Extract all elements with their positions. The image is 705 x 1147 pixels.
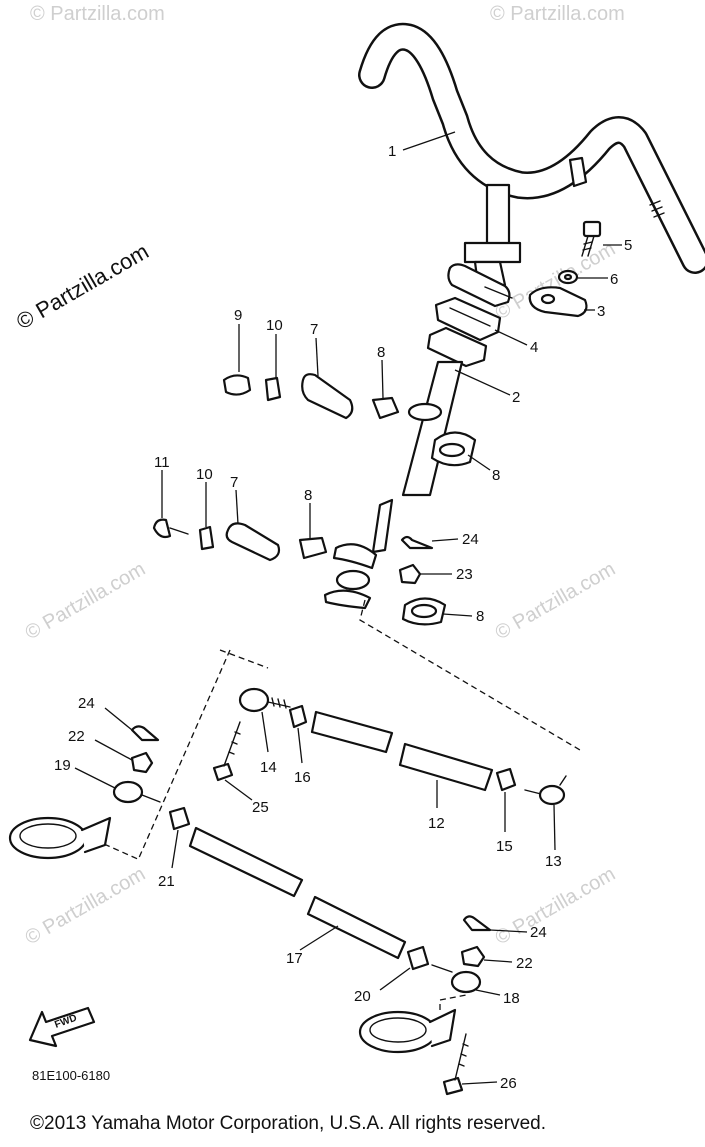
watermark-faint: © Partzilla.com: [492, 558, 620, 644]
part-nut-23: [398, 563, 422, 585]
callout-15: 15: [496, 838, 513, 855]
callout-1: 1: [388, 143, 396, 160]
watermark-group: © Partzilla.com © Partzilla.com © Partzi…: [12, 3, 625, 949]
assembly-line: [94, 839, 141, 861]
callout-23: 23: [456, 566, 473, 583]
fwd-arrow-icon: FWD: [28, 1006, 96, 1048]
part-nut-20: [406, 945, 430, 971]
part-clip-8: [298, 536, 328, 560]
callout-19: 19: [54, 757, 71, 774]
part-bracket-7: [301, 373, 354, 420]
assembly-line: [359, 599, 581, 751]
watermark-faint: © Partzilla.com: [492, 863, 620, 949]
part-tie-rod-end-13: [524, 775, 567, 806]
callout-10: 10: [266, 317, 283, 334]
part-bushing-8: [430, 431, 477, 467]
part-bushing-8: [401, 597, 447, 626]
part-bolt-5: [581, 220, 602, 257]
callout-20: 20: [354, 988, 371, 1005]
callout-24: 24: [78, 695, 95, 712]
part-knuckle-right: [358, 1008, 457, 1054]
callout-2: 2: [512, 389, 520, 406]
callout-10: 10: [196, 466, 213, 483]
part-nut-21: [168, 806, 191, 831]
callout-11: 11: [154, 454, 170, 471]
part-nut-15: [495, 767, 517, 792]
part-collar-9: [222, 374, 252, 396]
watermark-faint: © Partzilla.com: [490, 3, 625, 25]
callout-7: 7: [310, 321, 318, 338]
assembly-line: [219, 649, 269, 669]
part-handlebar: [358, 22, 705, 287]
part-tie-rod-end-18: [431, 964, 482, 994]
part-bolt-25: [212, 721, 241, 782]
callout-3: 3: [597, 303, 605, 320]
part-pin-24: [462, 915, 492, 932]
callout-24: 24: [462, 531, 479, 548]
part-nut-22: [130, 751, 154, 774]
watermark-faint: © Partzilla.com: [30, 3, 165, 25]
assembly-line: [137, 649, 231, 861]
part-column-2: [323, 326, 488, 610]
part-nut-10: [264, 376, 282, 402]
callout-8: 8: [476, 608, 484, 625]
part-tie-rod: [310, 710, 494, 792]
callout-7: 7: [230, 474, 238, 491]
callout-22: 22: [68, 728, 85, 745]
part-tie-rod: [188, 826, 407, 960]
watermark-main: © Partzilla.com: [12, 239, 153, 335]
callout-17: 17: [286, 950, 303, 967]
watermark-faint: © Partzilla.com: [22, 863, 150, 949]
callout-8: 8: [492, 467, 500, 484]
assembly-line: [439, 994, 467, 1010]
part-clip-8: [371, 396, 400, 420]
part-tie-rod-end-19: [112, 780, 161, 804]
callout-12: 12: [428, 815, 445, 832]
callout-5: 5: [624, 237, 632, 254]
callout-26: 26: [500, 1075, 517, 1092]
part-nut-10: [198, 525, 215, 551]
part-knuckle-left: [8, 816, 112, 860]
callout-16: 16: [294, 769, 311, 786]
callout-6: 6: [610, 271, 618, 288]
callout-8: 8: [304, 487, 312, 504]
part-bracket-7: [225, 522, 281, 562]
callout-14: 14: [260, 759, 277, 776]
leader-lines: [74, 131, 622, 1085]
part-pin-24: [130, 725, 160, 742]
part-washer-6: [557, 269, 579, 285]
part-clamp-3: [528, 286, 588, 318]
diagram-code: 81E100-6180: [32, 1068, 110, 1083]
part-holder: [447, 263, 513, 308]
part-pin-24: [400, 535, 434, 550]
callout-8: 8: [377, 344, 385, 361]
callout-9: 9: [234, 307, 242, 324]
callout-4: 4: [530, 339, 538, 356]
part-bolt-26: [442, 1033, 469, 1096]
callout-25: 25: [252, 799, 269, 816]
callout-24: 24: [530, 924, 547, 941]
watermark-faint: © Partzilla.com: [22, 558, 150, 644]
part-nut-16: [288, 704, 308, 729]
part-tie-rod-end-14: [238, 687, 291, 713]
callout-21: 21: [158, 873, 175, 890]
copyright-text: ©2013 Yamaha Motor Corporation, U.S.A. A…: [30, 1113, 546, 1134]
part-nut-22: [460, 945, 486, 968]
callout-labels: 1 5 6 3 4 2 8 9 10 7 8 11 10 7 8 24 23 8…: [54, 143, 632, 1092]
callout-22: 22: [516, 955, 533, 972]
callout-18: 18: [503, 990, 520, 1007]
callout-13: 13: [545, 853, 562, 870]
part-bolt-11: [152, 518, 189, 539]
